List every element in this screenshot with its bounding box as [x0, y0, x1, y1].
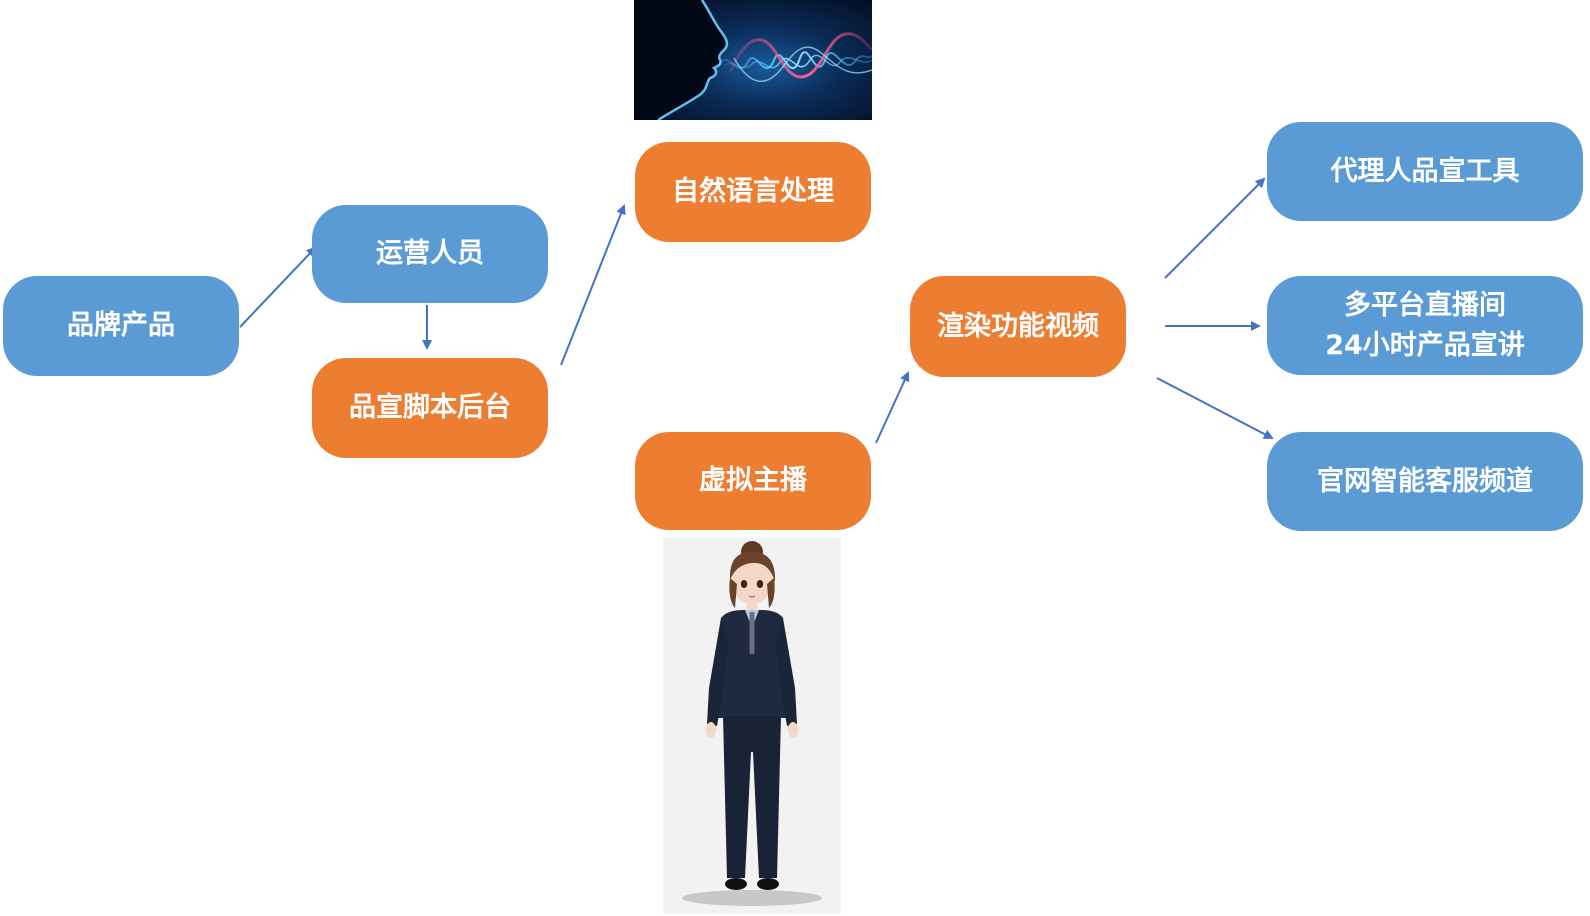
- arrow-host-to-render: [875, 371, 910, 444]
- node-customer-service-label: 官网智能客服频道: [1317, 465, 1533, 497]
- node-brand-product-label: 品牌产品: [67, 310, 175, 341]
- node-operations-staff: 运营人员: [312, 205, 548, 303]
- node-virtual-host: 虚拟主播: [635, 432, 871, 530]
- node-customer-service: 官网智能客服频道: [1267, 432, 1583, 531]
- node-agent-tool-label: 代理人品宣工具: [1330, 155, 1520, 187]
- virtual-host-avatar-image: [663, 538, 841, 914]
- node-live-stream-label: 多平台直播间 24小时产品宣讲: [1325, 289, 1525, 361]
- node-nlp-label: 自然语言处理: [672, 176, 834, 207]
- arrow-script-to-nlp: [560, 204, 626, 366]
- node-nlp: 自然语言处理: [635, 142, 871, 242]
- node-script-backend-label: 品宣脚本后台: [349, 392, 511, 423]
- node-virtual-host-label: 虚拟主播: [699, 465, 807, 496]
- node-agent-tool: 代理人品宣工具: [1267, 122, 1583, 221]
- node-render-video-label: 渲染功能视频: [937, 310, 1099, 342]
- node-brand-product: 品牌产品: [3, 276, 239, 376]
- arrow-brand-to-operations: [239, 246, 317, 328]
- node-operations-staff-label: 运营人员: [376, 238, 484, 269]
- arrow-render-to-agent-tool: [1164, 177, 1266, 279]
- node-live-stream: 多平台直播间 24小时产品宣讲: [1267, 276, 1583, 375]
- node-script-backend: 品宣脚本后台: [312, 358, 548, 458]
- arrow-render-to-customer-service: [1156, 377, 1274, 439]
- voice-waveform-image: [634, 0, 872, 120]
- node-render-video: 渲染功能视频: [910, 276, 1126, 377]
